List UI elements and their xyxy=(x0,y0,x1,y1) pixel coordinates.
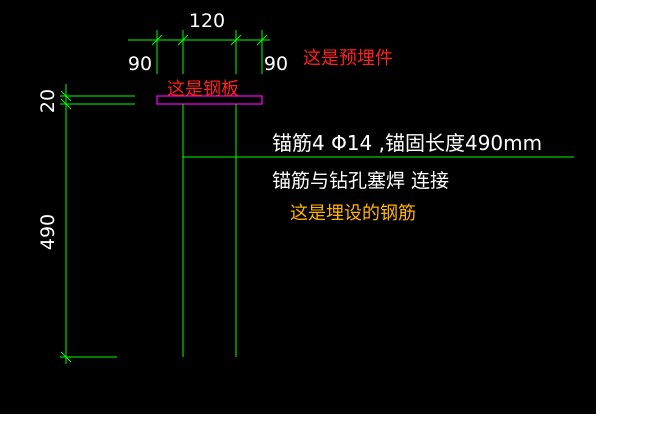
tick-mark xyxy=(60,98,72,110)
dimension-left-margin: 90 xyxy=(128,53,152,75)
anchor-bars xyxy=(182,104,237,357)
tick-mark xyxy=(60,90,72,102)
steel-plate xyxy=(156,95,263,105)
dimension-top-width: 120 xyxy=(189,10,225,32)
dimension-bar-length: 490 xyxy=(37,214,59,250)
dimension-right-margin: 90 xyxy=(264,53,288,75)
weld-note: 锚筋与钻孔塞焊 连接 xyxy=(272,170,449,192)
top-dimension-chain xyxy=(128,30,270,74)
steel-plate-label: 这是钢板 xyxy=(167,79,239,100)
tick-mark xyxy=(256,34,268,46)
vertical-dimension-chain xyxy=(60,84,135,364)
cad-drawing-canvas: 120 90 90 20 490 锚筋4 Φ14 ,锚固长度490mm 锚筋与钻… xyxy=(0,0,596,414)
tick-mark xyxy=(151,34,163,46)
tick-mark xyxy=(60,351,72,363)
dimension-plate-thickness: 20 xyxy=(37,89,59,113)
tick-mark xyxy=(230,34,242,46)
embedded-part-label: 这是预埋件 xyxy=(303,48,393,69)
anchor-bars-label: 这是埋设的钢筋 xyxy=(290,203,416,224)
bar-spec-note: 锚筋4 Φ14 ,锚固长度490mm xyxy=(272,131,542,155)
tick-mark xyxy=(177,34,189,46)
embedded-part-drawing: 120 90 90 20 490 锚筋4 Φ14 ,锚固长度490mm 锚筋与钻… xyxy=(37,10,574,364)
